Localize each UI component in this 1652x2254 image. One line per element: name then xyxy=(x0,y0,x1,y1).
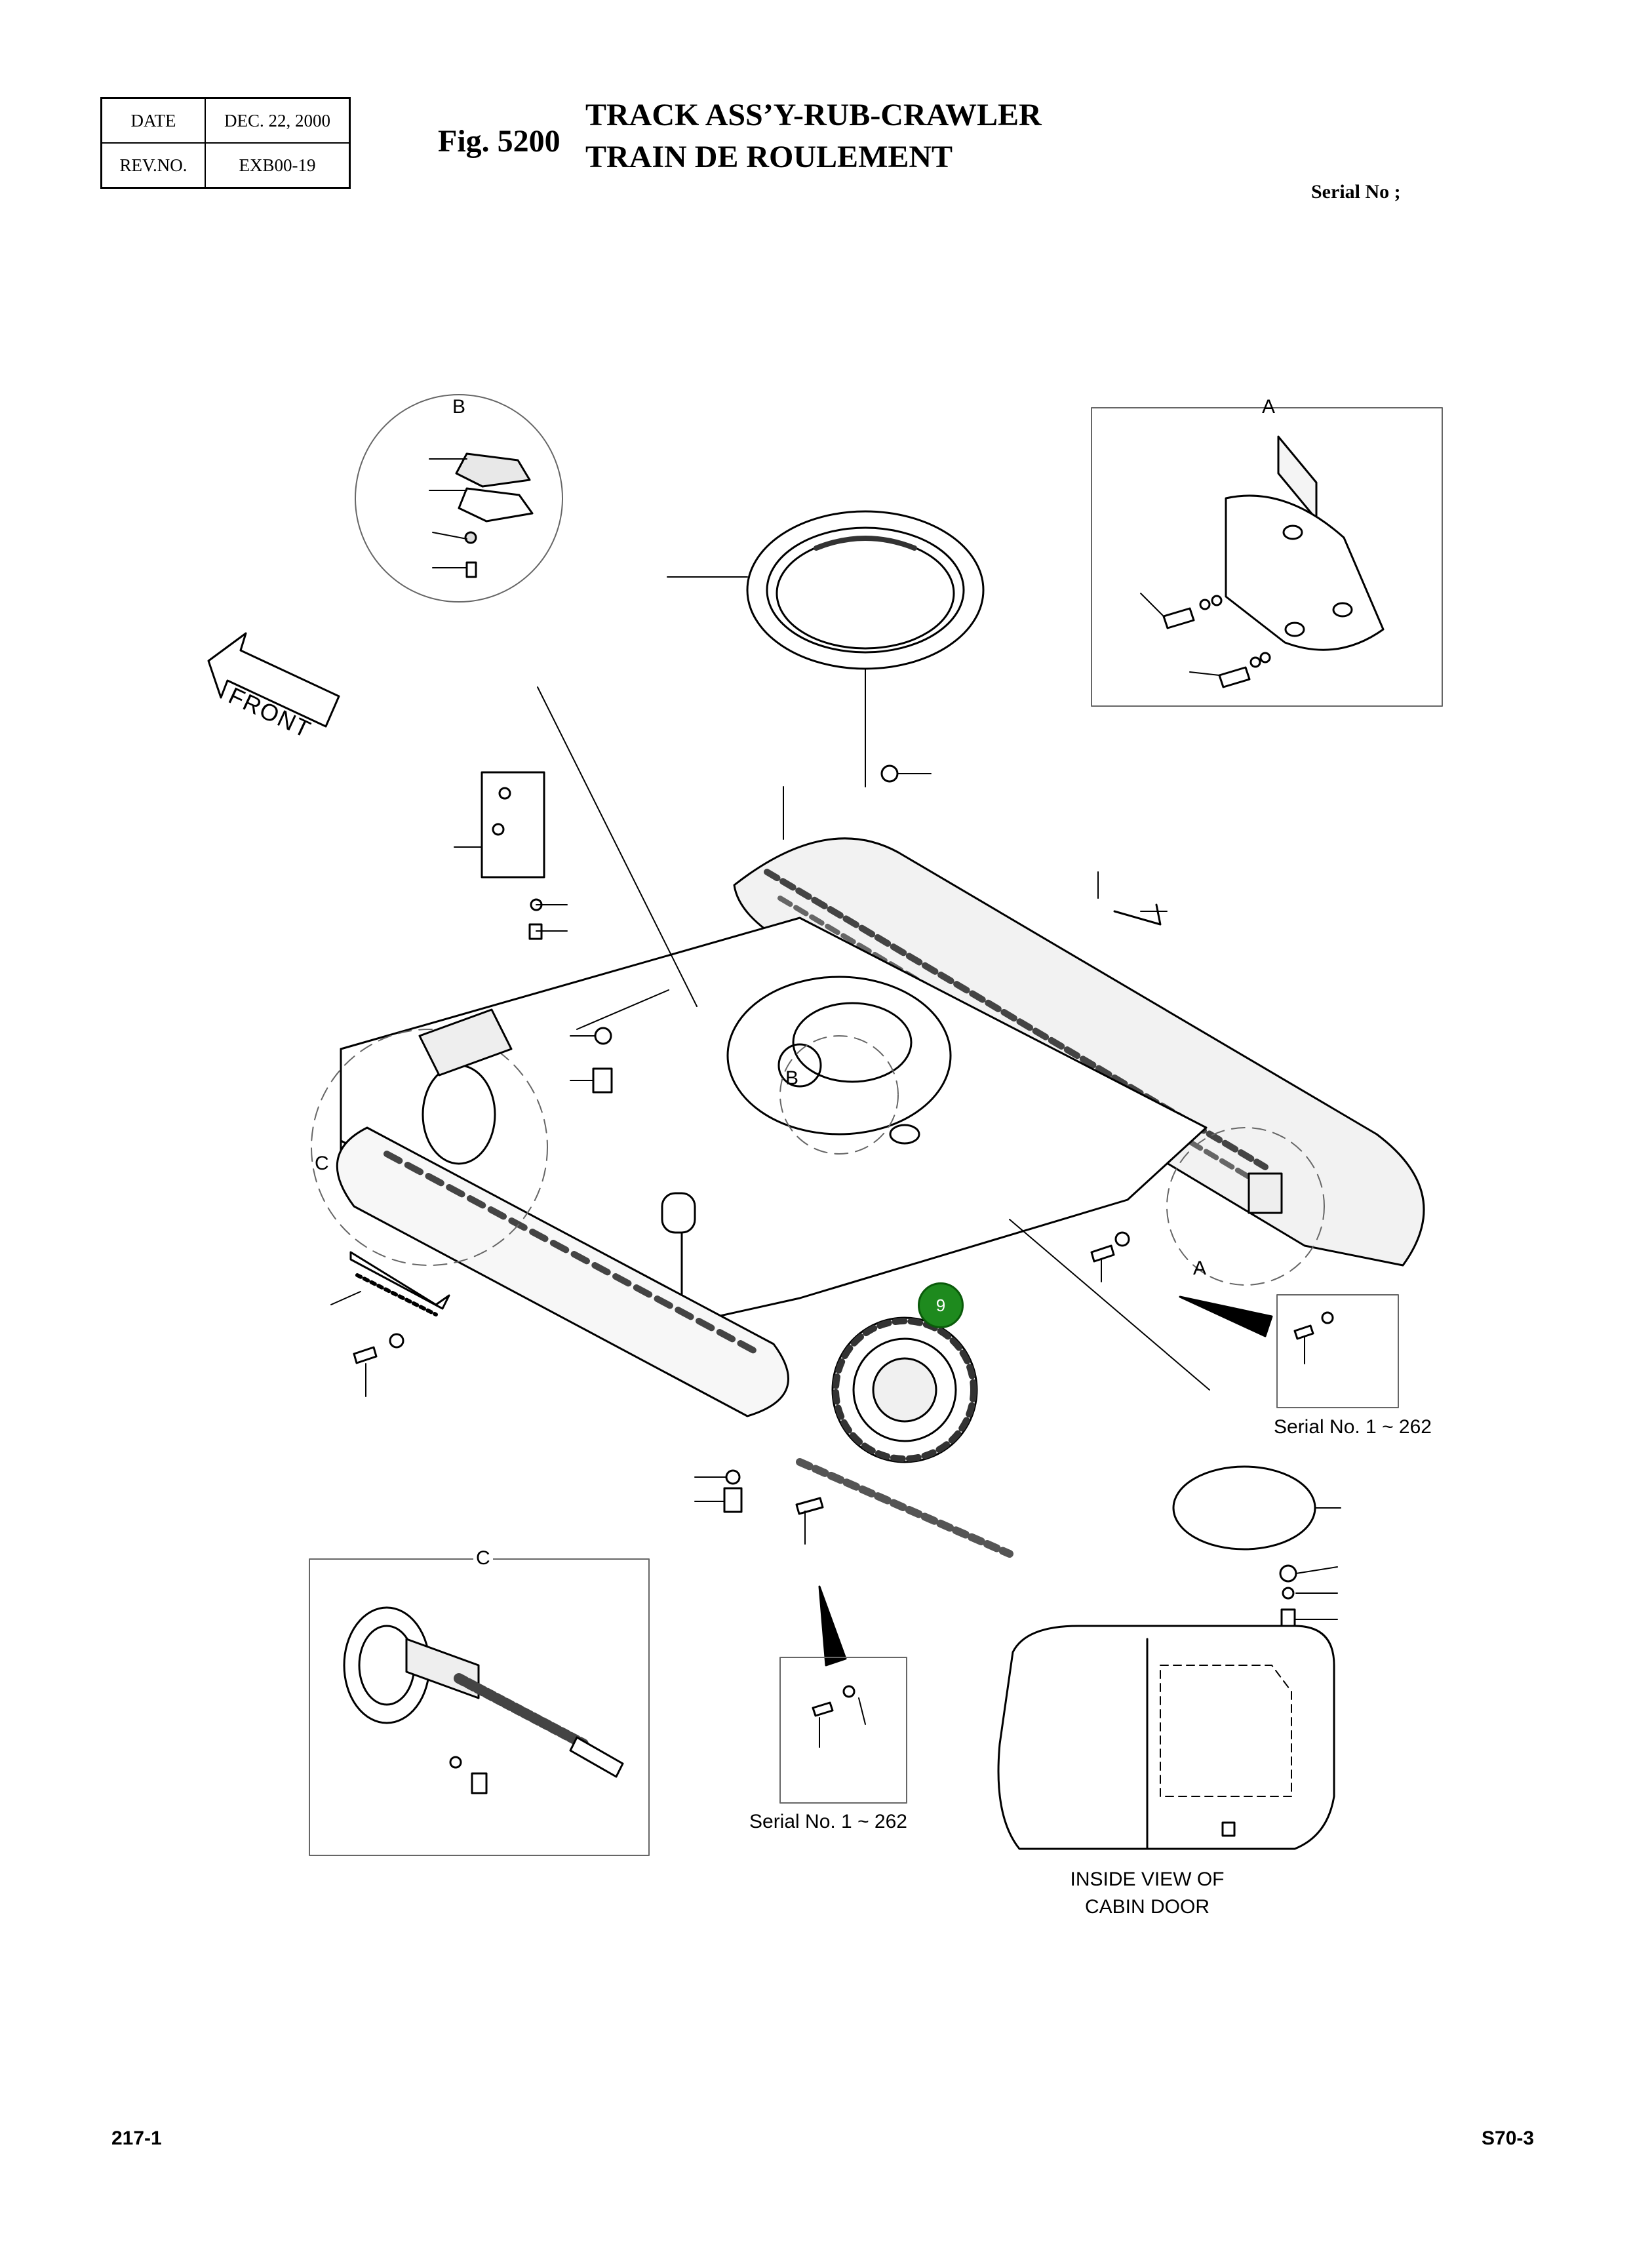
rev-label: REV.NO. xyxy=(100,142,206,189)
serial-box-bottom xyxy=(779,1657,907,1804)
front-arrow xyxy=(207,632,340,728)
detail-b-dashed-circle xyxy=(779,1035,899,1155)
revision-table: DATE DEC. 22, 2000 REV.NO. EXB00-19 xyxy=(100,97,351,189)
front-crawler-track xyxy=(336,1126,789,1417)
footer-model-code: S70-3 xyxy=(1482,2127,1535,2149)
idler-bracket xyxy=(454,686,698,1007)
detail-c-view xyxy=(309,1558,650,1856)
figure-number: Fig. 5200 xyxy=(438,124,560,159)
serial-box-right xyxy=(1276,1294,1399,1408)
date-label: DATE xyxy=(100,97,206,144)
serial-number-label: Serial No ; xyxy=(1311,181,1401,203)
detail-a-dashed-circle xyxy=(1166,1127,1325,1286)
view-label-c-on-frame: C xyxy=(315,1153,329,1174)
cover-plate xyxy=(1172,1465,1341,1634)
view-label-a: A xyxy=(1262,396,1276,418)
left-track-guard xyxy=(330,1251,450,1397)
swing-bearing-ring xyxy=(667,510,985,787)
callout-badge-9[interactable]: 9 xyxy=(918,1282,964,1328)
serial-note-bottom: Serial No. 1 ~ 262 xyxy=(749,1811,907,1832)
view-pointer-bottom xyxy=(818,1585,847,1667)
cabin-note-line1: INSIDE VIEW OF xyxy=(1070,1868,1225,1890)
cabin-door xyxy=(997,1625,1335,1850)
date-value: DEC. 22, 2000 xyxy=(205,97,351,144)
detail-c-dashed-circle xyxy=(311,1008,548,1266)
drive-sprocket xyxy=(796,1316,1013,1558)
serial-note-right: Serial No. 1 ~ 262 xyxy=(1274,1416,1432,1438)
view-label-a-on-frame: A xyxy=(1193,1257,1207,1279)
footer-page-number: 217-1 xyxy=(111,2127,162,2149)
view-pointer-right xyxy=(1179,1295,1273,1337)
detail-b-view xyxy=(355,394,563,603)
title-english: TRACK ASS’Y-RUB-CRAWLER xyxy=(585,98,1042,132)
view-label-b: B xyxy=(452,396,466,418)
view-label-b-on-ring: B xyxy=(785,1067,799,1089)
bottom-bolts xyxy=(694,1469,824,1545)
view-label-c: C xyxy=(473,1547,493,1570)
rev-value: EXB00-19 xyxy=(205,142,351,189)
center-bolts xyxy=(570,764,932,1094)
callout-number: 9 xyxy=(935,1295,946,1315)
cabin-note-line2: CABIN DOOR xyxy=(1084,1896,1210,1918)
right-side-bolts xyxy=(1009,1219,1210,1391)
detail-a-view xyxy=(1091,407,1443,707)
title-french: TRAIN DE ROULEMENT xyxy=(585,140,953,174)
